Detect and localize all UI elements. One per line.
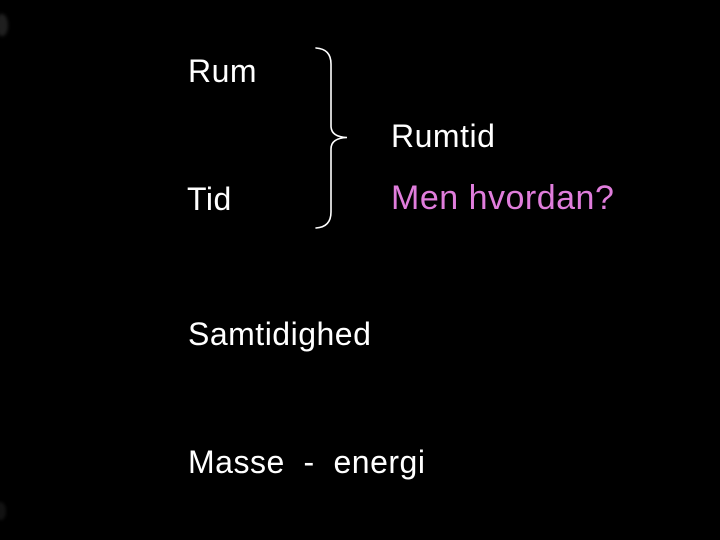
slide-text-rum: Rum	[188, 53, 258, 89]
slide-text-rumtid: Rumtid	[391, 118, 496, 154]
slide-text-samtidighed: Samtidighed	[188, 316, 372, 352]
scan-artifact-top-left	[0, 14, 8, 36]
slide-text-masse-energi: Masse - energi	[188, 444, 426, 480]
scan-artifact-bottom-left	[0, 502, 6, 520]
right-curly-brace-icon	[315, 47, 348, 229]
slide-text-tid: Tid	[187, 181, 232, 217]
slide-text-men-hvordan: Men hvordan?	[391, 179, 615, 217]
